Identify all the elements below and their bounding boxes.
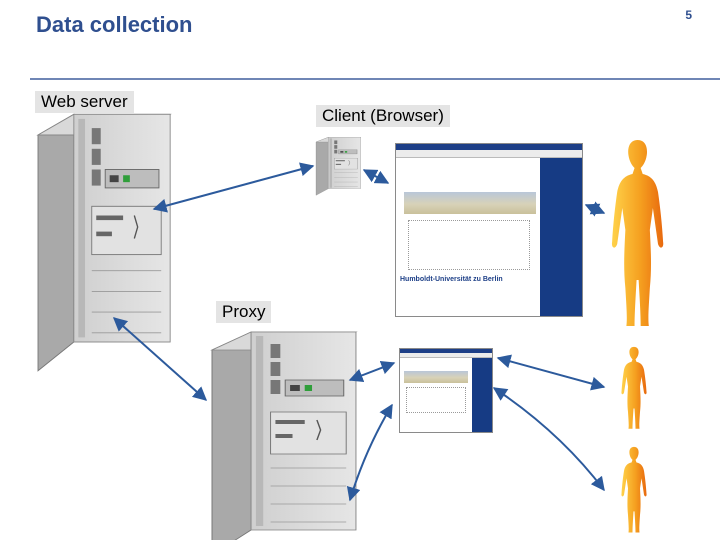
browser-title-bar	[396, 144, 582, 150]
client-computer	[315, 137, 362, 196]
title-rule	[30, 78, 720, 80]
web-server-computer	[37, 113, 171, 372]
arrow-browser-person-2	[496, 354, 606, 391]
browser-menu-bar	[400, 353, 492, 358]
proxy-label: Proxy	[216, 301, 272, 323]
arrow-browser-person	[584, 201, 606, 217]
browser-caption: Humboldt-Universität zu Berlin	[400, 276, 503, 283]
browser-window: Humboldt-Universität zu Berlin	[395, 143, 583, 317]
person-large-icon	[611, 140, 664, 326]
arrow-webserver-proxy	[112, 317, 208, 401]
person-small-icon	[621, 346, 647, 429]
arrow-client-browser	[362, 169, 390, 184]
client-label: Client (Browser)	[316, 105, 450, 127]
browser-sketch	[408, 220, 530, 270]
web-server-label: Web server	[35, 91, 134, 113]
browser-title-bar	[400, 349, 492, 353]
arrow-webserver-client	[152, 162, 315, 213]
browser-sketch	[406, 387, 466, 413]
page-number: 5	[685, 8, 692, 22]
arrow-proxy-browser	[348, 361, 396, 382]
person-small-icon	[621, 446, 647, 533]
slide-title: Data collection	[36, 12, 193, 37]
arrow-proxy-browser-curve	[346, 403, 393, 502]
browser-nav-panel	[472, 358, 492, 432]
proxy-computer	[211, 331, 357, 540]
browser-photo	[404, 192, 536, 214]
proxy-browser-window	[399, 348, 493, 433]
browser-photo	[404, 371, 468, 383]
arrow-browser-person-3	[492, 387, 605, 492]
browser-nav-panel	[540, 158, 582, 316]
browser-menu-bar	[396, 150, 582, 158]
